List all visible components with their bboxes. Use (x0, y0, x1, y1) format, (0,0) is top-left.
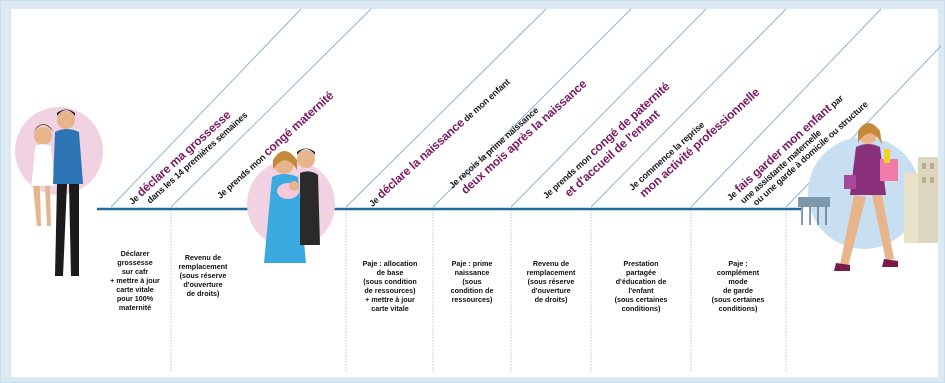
org-label-6: Caf +Cpam (625, 213, 657, 238)
org-label-2: Cpam (187, 213, 219, 225)
left-border-band (1, 1, 11, 382)
org-label-1: Caf +Cpam (119, 213, 151, 238)
org-label-4: Caf (463, 213, 481, 225)
couple-illustration (15, 107, 103, 276)
org-label-5: Cpam (535, 213, 567, 225)
diagonal-line-6 (590, 8, 787, 208)
bottom-border-band (1, 377, 944, 382)
walking-woman-illustration (798, 123, 938, 271)
family-baby-illustration (247, 148, 335, 263)
diagonal-line-5 (510, 8, 707, 208)
right-border-band (938, 1, 944, 382)
diagonal-line-3 (345, 8, 547, 208)
diagonal-line-1 (110, 8, 302, 208)
org-label-3: Caf +Cpam (374, 213, 406, 238)
diagonal-line-2 (170, 8, 372, 208)
org-label-7: Caf (729, 213, 747, 225)
diagonal-line-4 (432, 8, 632, 208)
diagonal-line-7 (690, 8, 882, 208)
top-border-band (1, 1, 944, 9)
